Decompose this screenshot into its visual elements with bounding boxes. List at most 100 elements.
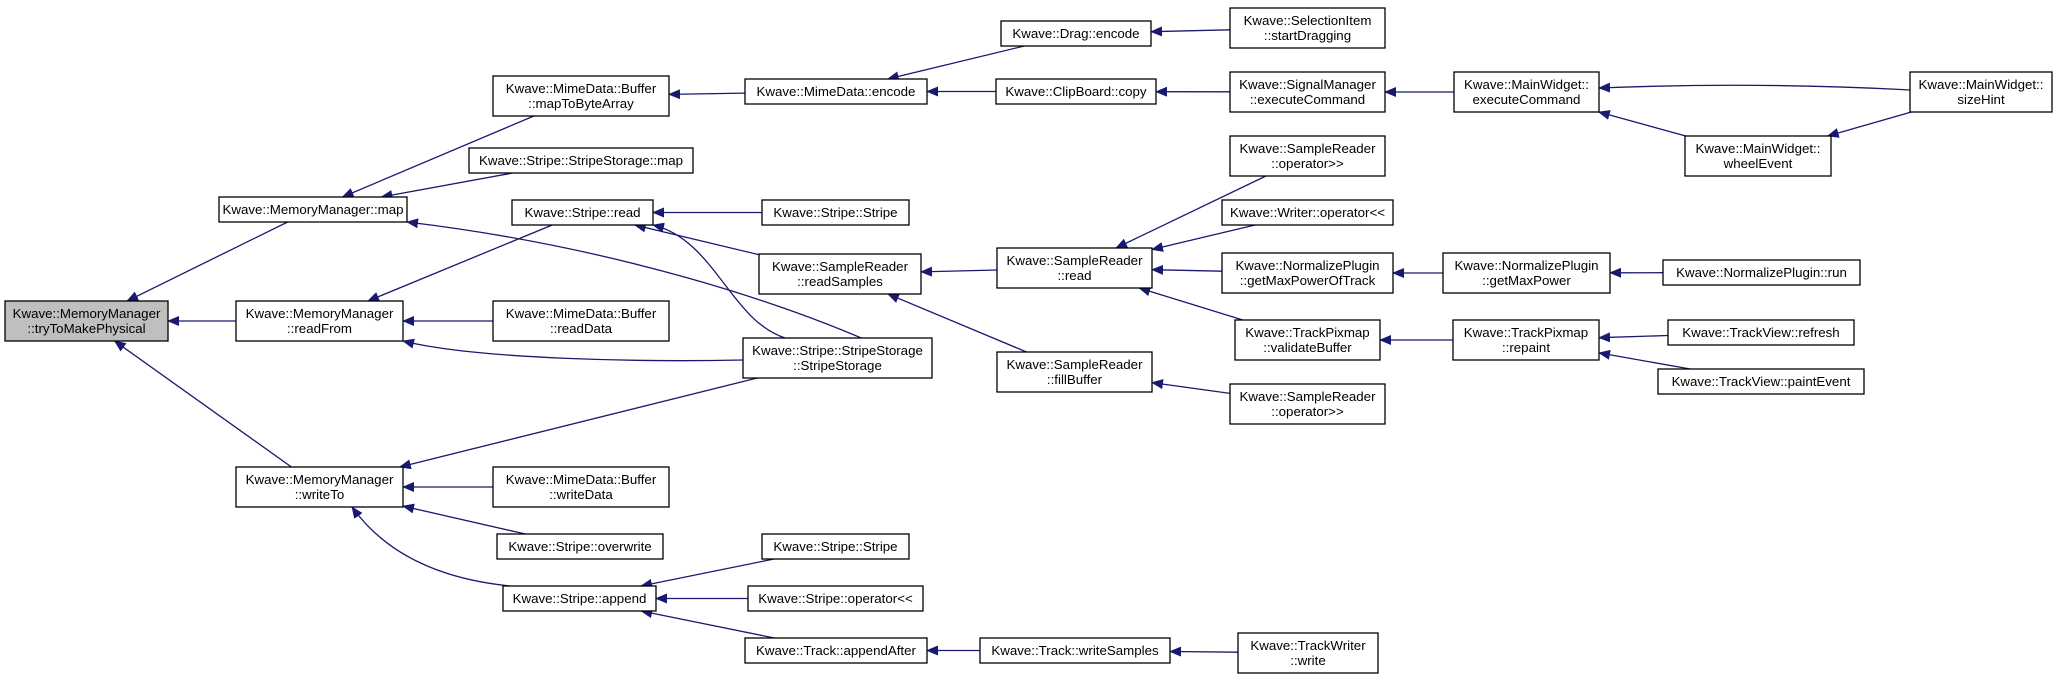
- edge-n15-to-n11: [640, 558, 775, 589]
- function-node[interactable]: Kwave::MimeData::Buffer::writeData: [492, 466, 670, 508]
- node-box: [1667, 319, 1855, 346]
- root-function-node[interactable]: Kwave::MemoryManager::tryToMakePhysical: [4, 300, 169, 342]
- node-label: Kwave::MainWidget::: [1919, 77, 2044, 92]
- function-node[interactable]: Kwave::SelectionItem::startDragging: [1229, 7, 1386, 49]
- node-box: [218, 196, 408, 223]
- node-box: [1662, 259, 1861, 286]
- function-node[interactable]: Kwave::SampleReader::readSamples: [758, 253, 922, 295]
- node-label: Kwave::Stripe::Stripe: [773, 205, 897, 220]
- function-node[interactable]: Kwave::SampleReader::operator>>: [1229, 383, 1386, 425]
- node-label: Kwave::MimeData::Buffer: [506, 81, 657, 96]
- edge-n21-to-n14: [886, 293, 1027, 353]
- function-node[interactable]: Kwave::MimeData::Buffer::mapToByteArray: [492, 75, 670, 117]
- node-box: [1234, 319, 1381, 361]
- edge-n18-to-n12: [886, 45, 1025, 82]
- node-label: Kwave::TrackWriter: [1250, 638, 1366, 653]
- function-node[interactable]: Kwave::Stripe::operator<<: [747, 585, 924, 612]
- function-node[interactable]: Kwave::SampleReader::operator>>: [1229, 135, 1386, 177]
- node-label: Kwave::MemoryManager::map: [222, 202, 403, 217]
- node-box: [758, 253, 922, 295]
- function-node[interactable]: Kwave::Stripe::Stripe: [761, 533, 910, 560]
- node-box: [996, 247, 1153, 289]
- node-label: Kwave::TrackView::refresh: [1682, 325, 1839, 340]
- function-node[interactable]: Kwave::MemoryManager::map: [218, 196, 408, 223]
- edge-n4-to-n1: [341, 115, 535, 198]
- node-label: ::readSamples: [797, 274, 883, 289]
- edge-n8-to-n2: [402, 338, 744, 362]
- node-label: ::getMaxPowerOfTrack: [1240, 273, 1376, 288]
- edge-n37-to-n33: [1598, 332, 1669, 343]
- node-box: [502, 585, 657, 612]
- function-node[interactable]: Kwave::Stripe::read: [511, 199, 654, 226]
- function-node[interactable]: Kwave::MainWidget::executeCommand: [1453, 71, 1600, 113]
- edge-n8-to-n3: [398, 377, 758, 470]
- node-label: ::operator>>: [1271, 156, 1344, 171]
- node-box: [492, 466, 670, 508]
- node-label: ::mapToByteArray: [528, 96, 634, 111]
- function-node[interactable]: Kwave::Track::appendAfter: [744, 637, 928, 664]
- function-node[interactable]: Kwave::SignalManager::executeCommand: [1229, 71, 1386, 113]
- node-box: [761, 533, 910, 560]
- function-node[interactable]: Kwave::Stripe::append: [502, 585, 657, 612]
- node-label: Kwave::SignalManager: [1239, 77, 1376, 92]
- node-label: Kwave::MimeData::Buffer: [506, 472, 657, 487]
- function-node[interactable]: Kwave::MainWidget::sizeHint: [1909, 71, 2053, 113]
- function-node[interactable]: Kwave::Writer::operator<<: [1221, 199, 1394, 226]
- node-box: [235, 466, 404, 508]
- node-box: [747, 585, 924, 612]
- node-box: [1229, 383, 1386, 425]
- function-node[interactable]: Kwave::MimeData::Buffer::readData: [492, 300, 670, 342]
- node-label: ::fillBuffer: [1047, 372, 1103, 387]
- function-node[interactable]: Kwave::MemoryManager::writeTo: [235, 466, 404, 508]
- node-label: wheelEvent: [1723, 156, 1793, 171]
- function-node[interactable]: Kwave::Track::writeSamples: [979, 637, 1171, 664]
- node-label: Kwave::SampleReader: [1007, 357, 1144, 372]
- node-label: Kwave::SampleReader: [1240, 141, 1377, 156]
- function-node[interactable]: Kwave::MemoryManager::readFrom: [235, 300, 404, 342]
- function-node[interactable]: Kwave::NormalizePlugin::getMaxPower: [1442, 252, 1611, 294]
- node-box: [1452, 319, 1600, 361]
- edge-n23-to-n18: [1150, 26, 1231, 37]
- node-layer: Kwave::MemoryManager::tryToMakePhysicalK…: [4, 7, 2053, 674]
- function-node[interactable]: Kwave::Stripe::overwrite: [496, 533, 664, 560]
- edge-n35-to-n31: [1598, 82, 1911, 93]
- edge-n1-to-n0: [126, 221, 288, 302]
- function-node[interactable]: Kwave::Stripe::StripeStorage::StripeStor…: [742, 337, 933, 379]
- node-box: [4, 300, 169, 342]
- node-label: ::read: [1057, 268, 1091, 283]
- function-node[interactable]: Kwave::Drag::encode: [1000, 20, 1152, 47]
- node-label: Kwave::TrackPixmap: [1245, 325, 1369, 340]
- node-label: Kwave::MemoryManager: [13, 306, 161, 321]
- function-node[interactable]: Kwave::SampleReader::fillBuffer: [996, 351, 1153, 393]
- node-label: Kwave::Stripe::StripeStorage: [752, 343, 923, 358]
- function-node[interactable]: Kwave::TrackView::refresh: [1667, 319, 1855, 346]
- function-node[interactable]: Kwave::SampleReader::read: [996, 247, 1153, 289]
- function-node[interactable]: Kwave::TrackView::paintEvent: [1657, 368, 1865, 395]
- function-node[interactable]: Kwave::TrackPixmap::validateBuffer: [1234, 319, 1381, 361]
- node-box: [996, 351, 1153, 393]
- node-box: [1684, 135, 1832, 177]
- function-node[interactable]: Kwave::Stripe::StripeStorage::map: [468, 147, 694, 174]
- node-label: Kwave::NormalizePlugin::run: [1676, 265, 1847, 280]
- node-box: [1657, 368, 1865, 395]
- node-label: ::validateBuffer: [1263, 340, 1352, 355]
- node-box: [1453, 71, 1600, 113]
- function-node[interactable]: Kwave::NormalizePlugin::run: [1662, 259, 1861, 286]
- node-label: Kwave::TrackView::paintEvent: [1672, 374, 1851, 389]
- node-label: Kwave::Stripe::overwrite: [508, 539, 651, 554]
- node-box: [1229, 135, 1386, 177]
- node-box: [742, 337, 933, 379]
- node-label: executeCommand: [1473, 92, 1581, 107]
- function-node[interactable]: Kwave::Stripe::Stripe: [761, 199, 910, 226]
- function-node[interactable]: Kwave::MimeData::encode: [744, 78, 928, 105]
- function-node[interactable]: Kwave::ClipBoard::copy: [995, 78, 1157, 105]
- function-node[interactable]: Kwave::TrackWriter::write: [1237, 632, 1379, 674]
- function-node[interactable]: Kwave::MainWidget::wheelEvent: [1684, 135, 1832, 177]
- function-node[interactable]: Kwave::TrackPixmap::repaint: [1452, 319, 1600, 361]
- node-label: Kwave::MainWidget::: [1464, 77, 1589, 92]
- edge-n5-to-n1: [380, 172, 513, 200]
- node-box: [492, 75, 670, 117]
- node-label: Kwave::Stripe::read: [524, 205, 640, 220]
- function-node[interactable]: Kwave::NormalizePlugin::getMaxPowerOfTra…: [1221, 252, 1394, 294]
- edge-n34-to-n31: [1597, 110, 1686, 137]
